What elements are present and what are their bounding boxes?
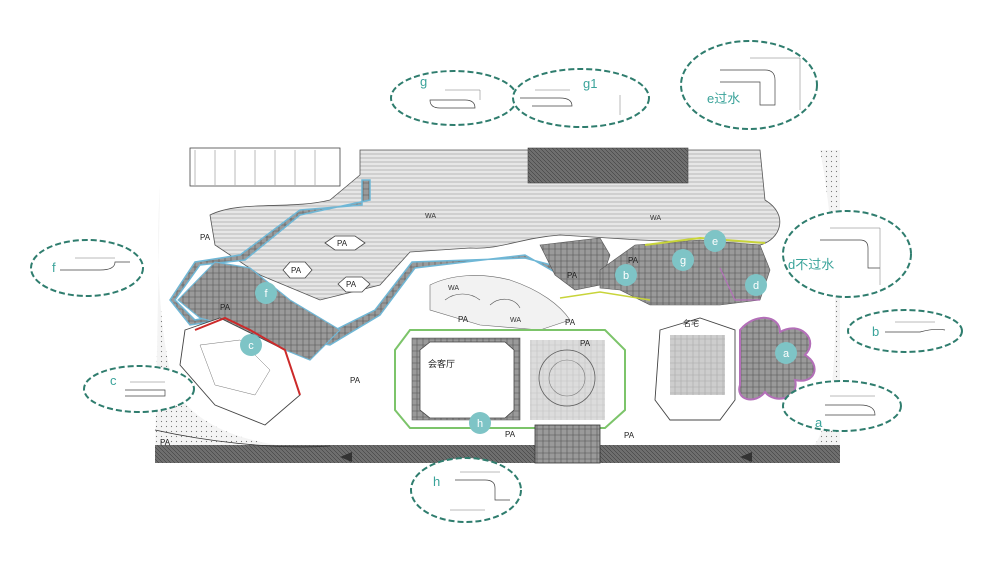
hall-name-label: 会客厅: [428, 358, 455, 369]
pa-label-10: PA: [160, 438, 171, 447]
right-building-name-label: 名宅: [683, 318, 699, 328]
pa-label-5: PA: [565, 318, 576, 327]
pa-label-8: PA: [624, 431, 635, 440]
marker-c: c: [240, 334, 262, 356]
wa-labels: WA WA WA WA: [425, 213, 661, 324]
marker-a: a: [775, 342, 797, 364]
stone-area-de: [599, 239, 771, 306]
wa-label-3: WA: [448, 285, 459, 292]
wood-deck-area: [209, 149, 781, 301]
marker-h: h: [469, 412, 491, 434]
marker-e: e: [704, 230, 726, 252]
marker-b: b: [615, 264, 637, 286]
marker-f: f: [255, 282, 277, 304]
svg-text:b: b: [623, 270, 629, 282]
top-buildings: [189, 147, 341, 187]
wa-label-2: WA: [650, 215, 661, 222]
edge-c-red: [194, 316, 301, 396]
hall-inner: [419, 341, 515, 419]
callout-a: a: [782, 380, 902, 432]
area-labels: PA PA PA PA PA PA PA PA PA PA PA: [160, 233, 639, 447]
svg-text:d: d: [753, 280, 759, 292]
pa-label-6: PA: [567, 271, 578, 280]
rock-garden: [429, 275, 571, 331]
callout-b: b: [847, 309, 963, 353]
pa-label-2: PA: [220, 303, 231, 312]
svg-text:c: c: [248, 340, 254, 352]
pa-octagon-label-2: PA: [291, 266, 302, 275]
svg-text:g: g: [680, 255, 686, 267]
detail-callouts: g g1 e过水 d不过水 f: [30, 40, 963, 523]
callout-d-label: d不过水: [788, 257, 834, 272]
svg-text:e: e: [712, 236, 718, 248]
pa-octagon-label-3: PA: [346, 280, 357, 289]
pa-label-4: PA: [458, 315, 469, 324]
callout-e: e过水: [680, 40, 818, 130]
callout-c: c: [83, 365, 195, 413]
location-markers: a b c d e f g h: [240, 230, 797, 434]
callout-h-label: h: [433, 474, 440, 489]
wa-label-4: WA: [510, 317, 521, 324]
pa-label-1: PA: [200, 233, 211, 242]
wa-label-1: WA: [425, 213, 436, 220]
main-entrance: [534, 424, 601, 464]
callout-g1-label: g1: [583, 76, 597, 91]
svg-text:h: h: [477, 418, 483, 430]
pa-label-9: PA: [505, 430, 516, 439]
callout-c-label: c: [110, 373, 117, 388]
pa-octagons: [282, 235, 371, 293]
svg-text:f: f: [264, 288, 268, 300]
pa-label-3: PA: [350, 376, 361, 385]
callout-a-label: a: [815, 415, 823, 430]
svg-text:a: a: [783, 348, 790, 360]
left-building: [179, 317, 301, 426]
pa-label-7: PA: [628, 256, 639, 265]
marker-d: d: [745, 274, 767, 296]
callout-e-label: e过水: [707, 91, 740, 106]
callout-g: g: [390, 70, 518, 126]
marker-g: g: [672, 249, 694, 271]
callout-g-label: g: [420, 74, 427, 89]
callout-h: h: [410, 457, 522, 523]
callout-f: f: [30, 239, 144, 297]
pa-octagon-label-1: PA: [337, 239, 348, 248]
callout-b-label: b: [872, 324, 879, 339]
callout-d: d不过水: [782, 210, 912, 298]
left-planting-area: [155, 185, 320, 462]
bottom-road-band: [155, 445, 840, 463]
edge-e-yellow: [644, 236, 766, 246]
top-pavilion: [527, 147, 689, 184]
callout-f-label: f: [52, 260, 56, 275]
callout-g1: g1: [512, 68, 650, 128]
pa-label-11: PA: [580, 339, 591, 348]
